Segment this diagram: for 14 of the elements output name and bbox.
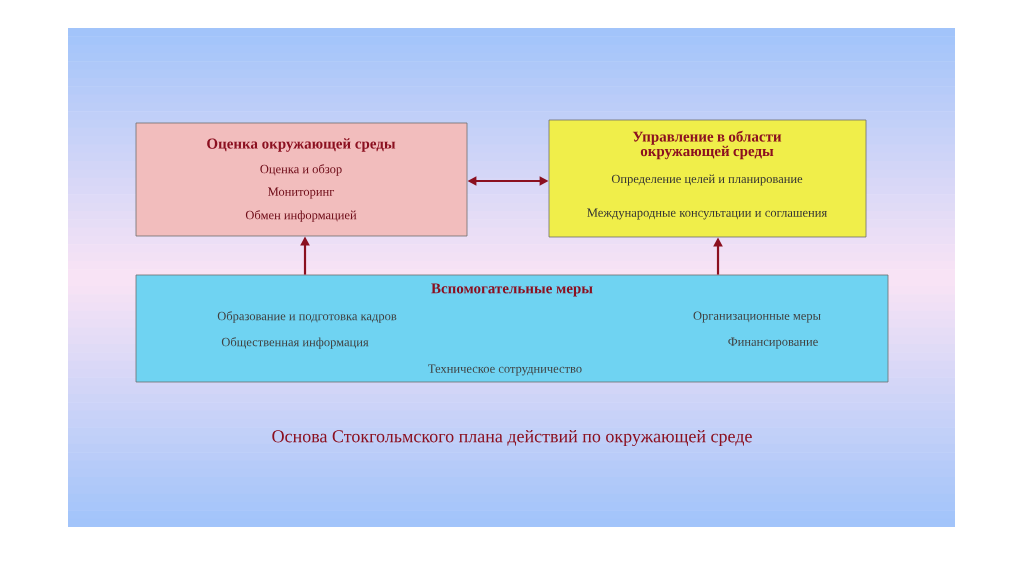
box-item: Образование и подготовка кадров [217, 311, 397, 323]
box-item: Общественная информация [221, 337, 369, 349]
box-item: Определение целей и планирование [611, 174, 803, 186]
box-heading: Вспомогательные меры [431, 283, 593, 297]
caption: Основа Стокгольмского плана действий по окружающей среде [272, 429, 752, 447]
box-heading: Оценка окружающей среды [207, 138, 396, 152]
box-heading: Управление в области окружающей среды [632, 130, 782, 160]
box-item: Организационные меры [693, 311, 821, 323]
box-item: Финансирование [728, 337, 818, 349]
box-item: Международные консультации и соглашения [587, 208, 827, 220]
box-item: Оценка и обзор [260, 164, 342, 176]
box-item: Мониторинг [268, 187, 335, 199]
box-item: Техническое сотрудничество [428, 364, 582, 376]
box-item: Обмен информацией [245, 210, 357, 222]
